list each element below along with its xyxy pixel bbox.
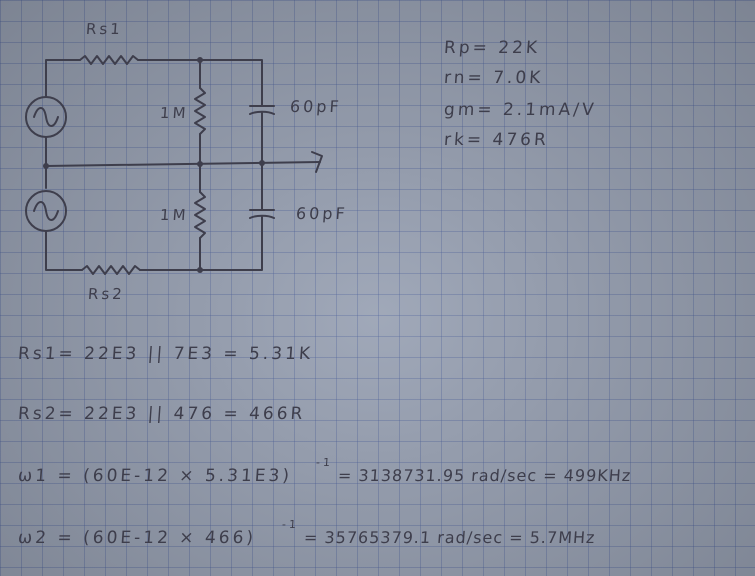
param-gm: gm= 2.1mA/V bbox=[443, 100, 598, 120]
bottom-wire-right bbox=[139, 221, 263, 271]
equation-rs1: Rs1= 22E3 || 7E3 = 5.31K bbox=[17, 344, 314, 364]
cap-bottom-label: 60pF bbox=[295, 204, 349, 223]
equation-w1-lhs: ω1 = (60E-12 × 5.31E3) bbox=[17, 466, 293, 486]
sine-wave-2-icon bbox=[33, 201, 59, 221]
junction-dot bbox=[197, 267, 203, 273]
junction-dot bbox=[43, 163, 49, 169]
middle-bus-wire bbox=[45, 161, 321, 167]
sine-wave-1-icon bbox=[33, 107, 59, 127]
junction-dot bbox=[197, 57, 203, 63]
r1m-bottom-label: 1M bbox=[159, 206, 190, 224]
circuit-schematic bbox=[25, 55, 323, 275]
junction-dot bbox=[259, 160, 265, 166]
rs1-resistor bbox=[79, 55, 139, 65]
param-rk: rk= 476R bbox=[443, 130, 550, 150]
cap-top-label: 60pF bbox=[289, 97, 343, 116]
param-rp: Rp= 22K bbox=[443, 38, 541, 58]
rs1-label: Rs1 bbox=[85, 20, 124, 38]
junction-dot bbox=[197, 161, 203, 167]
r1m-top-resistor bbox=[194, 87, 206, 135]
equation-w1-rhs: = 3138731.95 rad/sec = 499KHz bbox=[337, 466, 632, 485]
rs2-label: Rs2 bbox=[87, 285, 126, 303]
rs2-resistor bbox=[81, 265, 141, 275]
param-rn: rn= 7.0K bbox=[443, 68, 544, 88]
equation-w2-rhs: = 35765379.1 rad/sec = 5.7MHz bbox=[303, 528, 597, 547]
r1m-top-label: 1M bbox=[159, 104, 190, 122]
top-wire-left bbox=[45, 59, 81, 81]
output-terminal-icon bbox=[311, 151, 323, 173]
equation-w2-exponent: -1 bbox=[281, 518, 300, 531]
cap-top-plate-2 bbox=[249, 110, 275, 115]
cap-bottom-plate-2 bbox=[249, 214, 275, 219]
equation-w1-exponent: -1 bbox=[315, 456, 334, 469]
equation-w2-lhs: ω2 = (60E-12 × 466) bbox=[17, 528, 257, 548]
r1m-bottom-resistor bbox=[194, 191, 206, 239]
bottom-wire-left bbox=[45, 230, 83, 271]
equation-rs2: Rs2= 22E3 || 476 = 466R bbox=[17, 404, 307, 424]
top-wire-right bbox=[137, 59, 263, 101]
